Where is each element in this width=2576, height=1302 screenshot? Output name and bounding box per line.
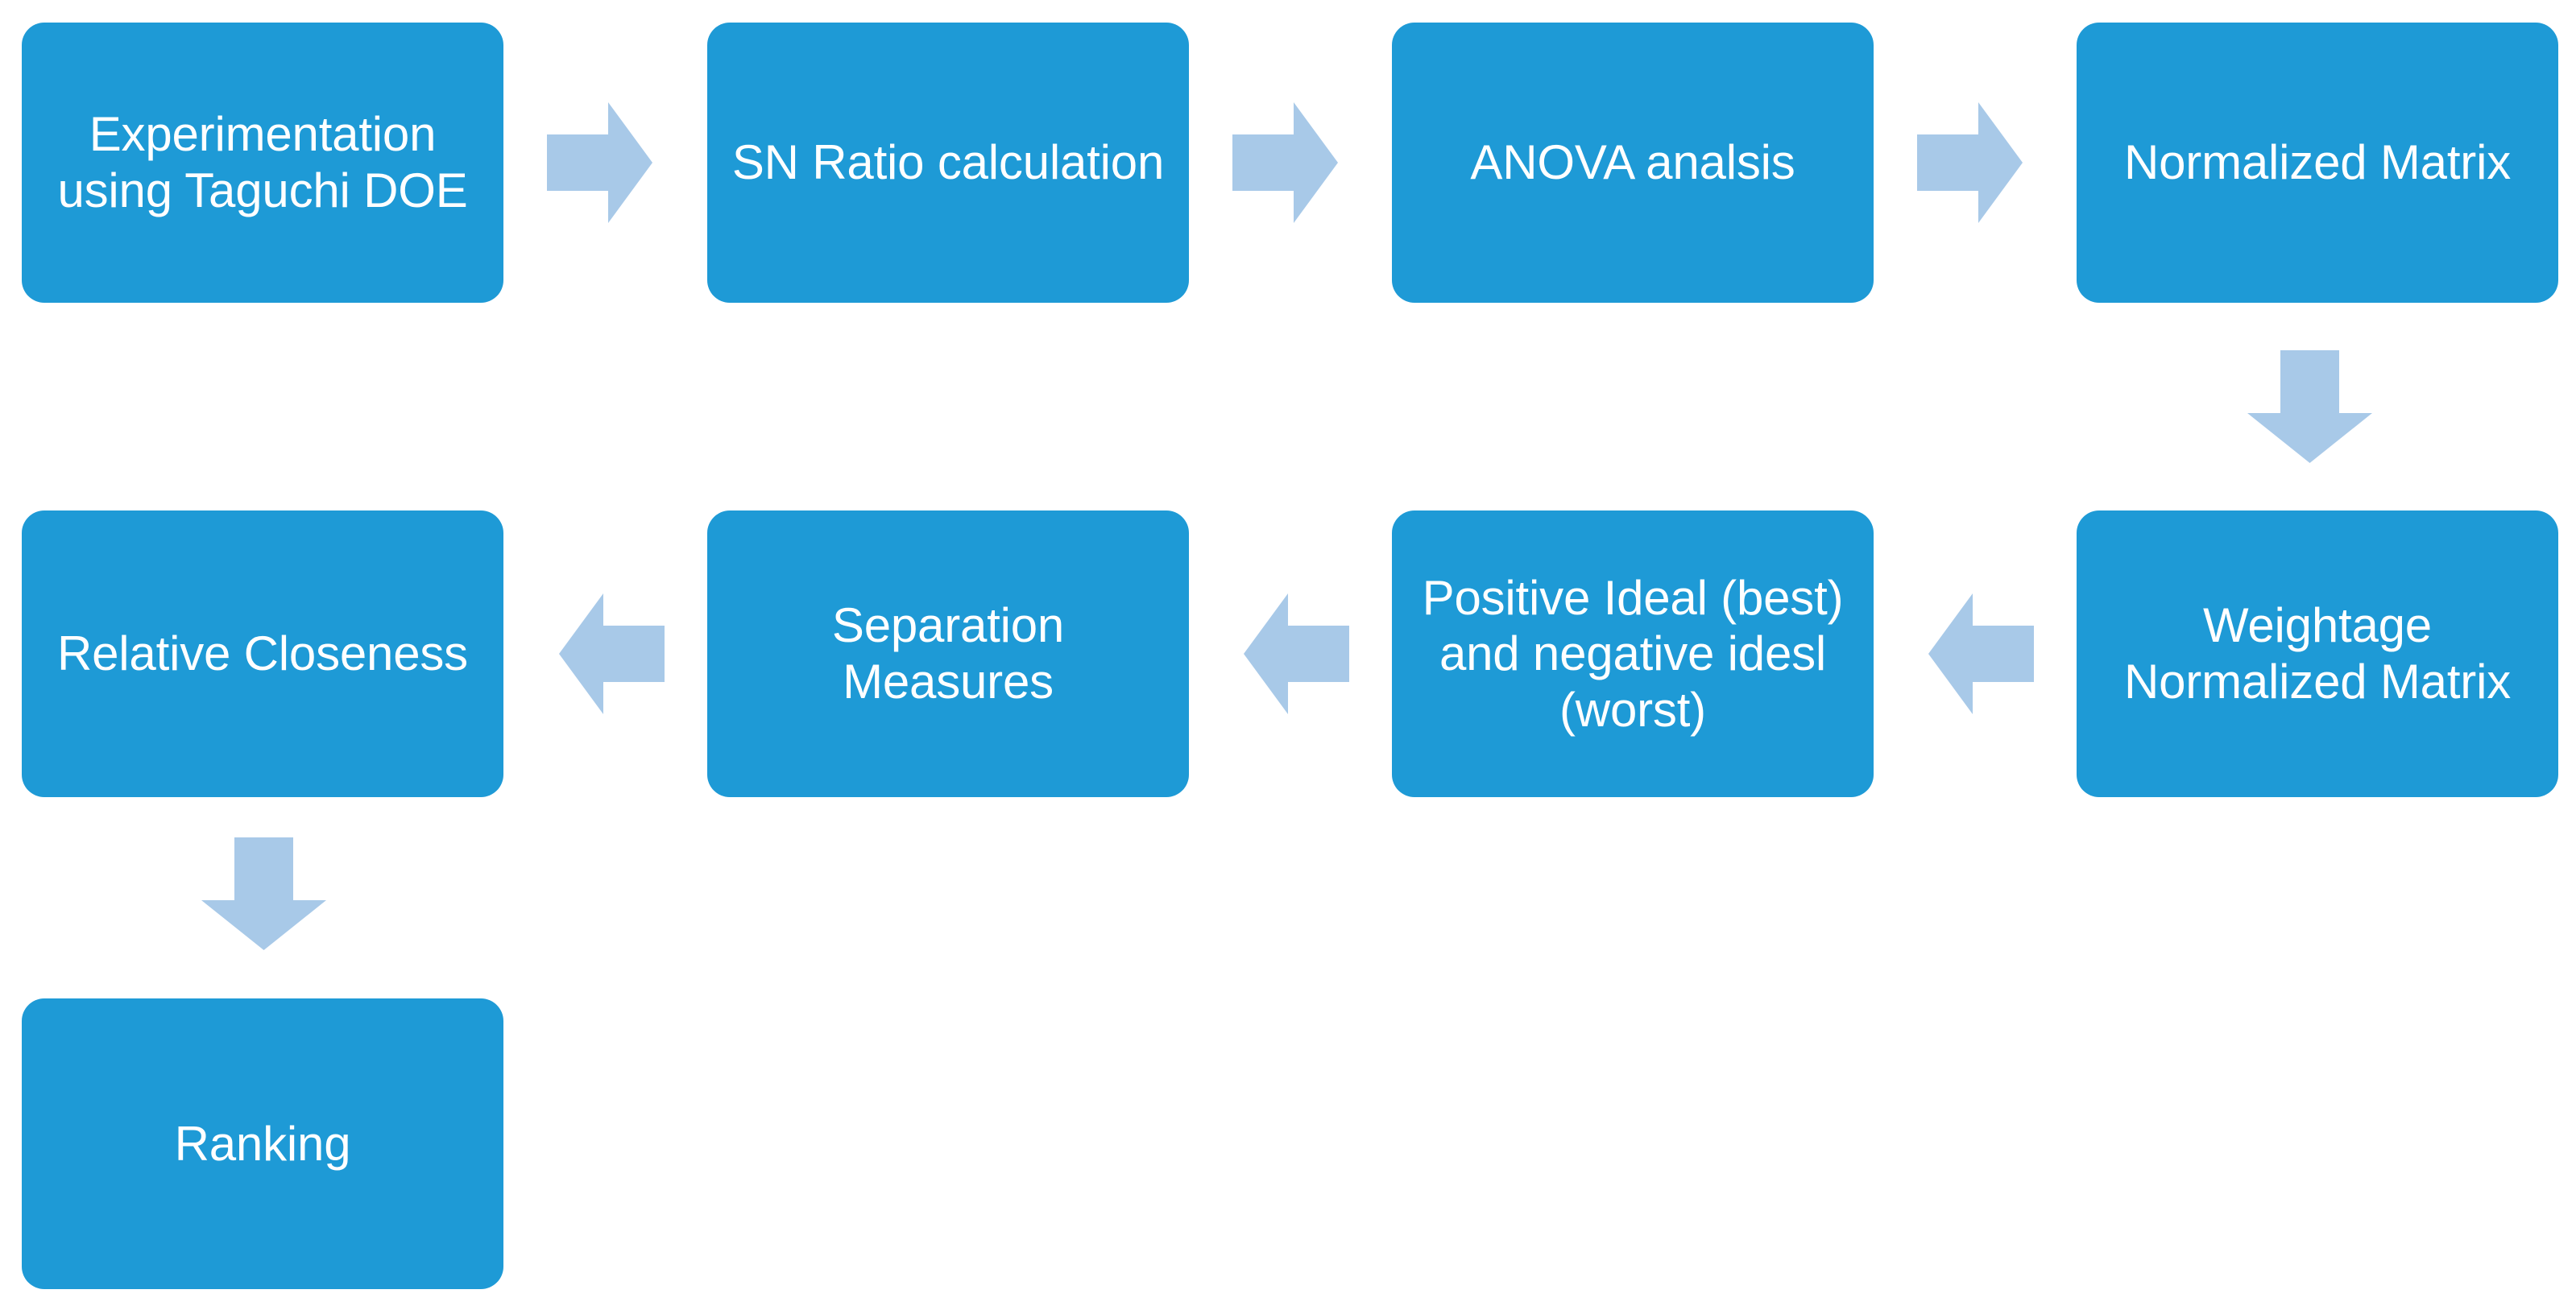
node-label: ANOVA analsis — [1470, 135, 1795, 190]
node-label: Separation Measures — [831, 598, 1065, 709]
node-label: Normalized Matrix — [2123, 135, 2512, 190]
right-arrow-icon — [1917, 102, 2023, 223]
down-arrow-icon — [201, 837, 326, 950]
node-ranking[interactable]: Ranking — [22, 998, 503, 1289]
arrow-weightage-to-ideal-solutions — [1928, 593, 2034, 714]
node-relative-closeness[interactable]: Relative Closeness — [22, 510, 503, 797]
right-arrow-icon — [1232, 102, 1338, 223]
left-arrow-icon — [559, 593, 665, 714]
left-arrow-icon — [1244, 593, 1349, 714]
node-normalized-matrix[interactable]: Normalized Matrix — [2077, 23, 2558, 303]
arrow-experimentation-to-sn-ratio — [547, 102, 652, 223]
arrow-separation-to-relative-closeness — [559, 593, 665, 714]
arrow-sn-ratio-to-anova — [1232, 102, 1338, 223]
node-label: Experimentation using Taguchi DOE — [57, 107, 468, 217]
arrow-ideal-solutions-to-separation — [1244, 593, 1349, 714]
node-label: Weightage Normalized Matrix — [2123, 598, 2512, 709]
arrow-relative-closeness-to-ranking — [201, 837, 326, 950]
node-sn-ratio[interactable]: SN Ratio calculation — [707, 23, 1189, 303]
left-arrow-icon — [1928, 593, 2034, 714]
node-experimentation[interactable]: Experimentation using Taguchi DOE — [22, 23, 503, 303]
right-arrow-icon — [547, 102, 652, 223]
node-separation-measures[interactable]: Separation Measures — [707, 510, 1189, 797]
node-label: SN Ratio calculation — [731, 135, 1165, 190]
node-label: Positive Ideal (best) and negative idesl… — [1422, 570, 1844, 737]
node-anova[interactable]: ANOVA analsis — [1392, 23, 1874, 303]
arrow-anova-to-normalized-matrix — [1917, 102, 2023, 223]
arrow-normalized-matrix-to-weightage — [2247, 350, 2372, 463]
node-label: Ranking — [174, 1116, 351, 1171]
node-ideal-solutions[interactable]: Positive Ideal (best) and negative idesl… — [1392, 510, 1874, 797]
node-label: Relative Closeness — [57, 626, 468, 681]
node-weightage-normalized-matrix[interactable]: Weightage Normalized Matrix — [2077, 510, 2558, 797]
down-arrow-icon — [2247, 350, 2372, 463]
